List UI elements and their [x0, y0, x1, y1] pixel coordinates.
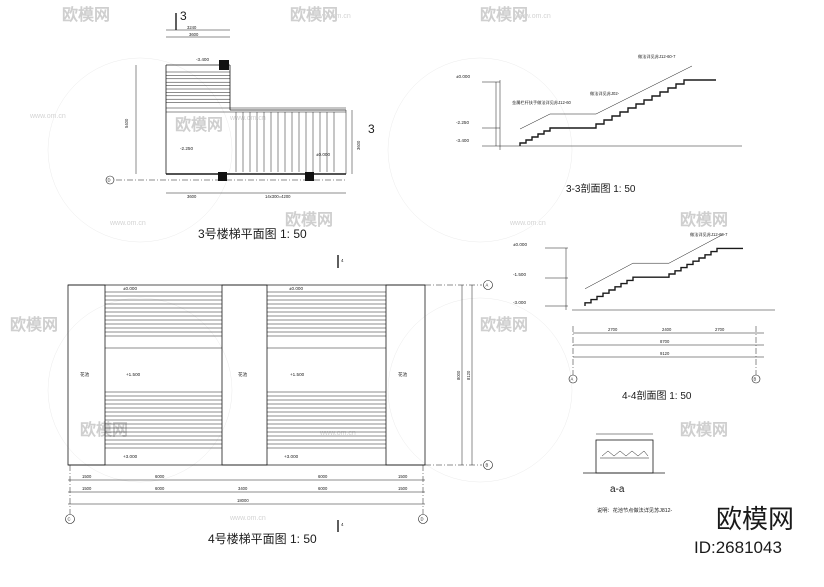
room-label: 花池: [80, 371, 90, 378]
watermark-brand: 欧模网: [680, 420, 728, 439]
watermark-url: www.om.cn: [29, 113, 66, 120]
watermark-brand: 欧模网: [62, 5, 110, 24]
dim-text: 9120: [660, 351, 670, 356]
room-label: 花池: [238, 371, 248, 378]
dim-text: 5400: [124, 118, 129, 128]
watermark-layer: 欧模网 欧模网 欧模网 欧模网 欧模网 欧模网 欧模网 欧模网 欧模网 欧模网 …: [10, 5, 728, 522]
watermark-brand: 欧模网: [680, 210, 728, 229]
level-mark: +3.000: [123, 454, 138, 459]
watermark-brand: 欧模网: [480, 315, 528, 334]
dim-text: 6000: [155, 474, 165, 479]
level-mark: -3.400: [456, 138, 469, 143]
watermark-url: www.om.cn: [314, 13, 351, 20]
dim-text: 2700: [608, 327, 618, 332]
brand-logo-text: 欧模网: [716, 504, 794, 534]
dim-text: 3600: [187, 194, 197, 199]
room-label: 花池: [398, 371, 408, 378]
section-cut-mark: 3: [180, 9, 187, 23]
level-mark: -2.250: [456, 120, 469, 125]
level-mark: -2.250: [180, 146, 193, 151]
watermark-brand: 欧模网: [290, 5, 338, 24]
watermark-url: www.om.cn: [514, 13, 551, 20]
level-mark: +1.500: [126, 372, 141, 377]
model-id: ID:2681043: [694, 538, 782, 557]
level-mark: ±0.000: [289, 286, 303, 291]
detail-title: a-a: [610, 484, 625, 495]
plan-4: A B C D 1500 6000 6000 1500 1500 6000 34…: [65, 255, 493, 546]
level-mark: +3.000: [284, 454, 299, 459]
dim-text: 3600: [189, 32, 199, 37]
dim-text: 1500: [82, 486, 92, 491]
dim-text: 3600: [356, 140, 361, 150]
level-mark: -3.000: [513, 300, 526, 305]
level-mark: ±0.000: [316, 152, 330, 157]
level-mark: -1.500: [513, 272, 526, 277]
watermark-brand: 欧模网: [285, 210, 333, 229]
dim-text: 8120: [466, 370, 471, 380]
dim-text: 1500: [82, 474, 92, 479]
dim-text: 3240: [187, 25, 197, 30]
section-4-4: ±0.000 -1.500 -3.000 做法详见苏J12-60-7 2700 …: [513, 231, 775, 402]
plan-3: D 3240 3600 3600 14x300=4200 5400 3600 -…: [105, 9, 375, 241]
axis-label: A: [486, 283, 489, 288]
watermark-brand: 欧模网: [175, 115, 223, 134]
section-3-3-title: 3-3剖面图 1: 50: [566, 182, 636, 195]
watermark-url: www.om.cn: [229, 515, 266, 522]
dim-text: 14x300=4200: [265, 194, 291, 199]
watermark-brand: 欧模网: [80, 420, 128, 439]
section-4-4-title: 4-4剖面图 1: 50: [622, 389, 692, 402]
detail-a-a: a-a 说明：花池节点做法详见苏J812-: [583, 433, 672, 514]
dim-text: 8000: [456, 370, 461, 380]
dim-text: 2400: [662, 327, 672, 332]
level-mark: -3.400: [196, 57, 209, 62]
section-cut-mark: 4: [341, 258, 344, 263]
watermark-brand: 欧模网: [10, 315, 58, 334]
dim-text: 1500: [398, 474, 408, 479]
detail-note: 说明：花池节点做法详见苏J812-: [597, 506, 672, 514]
watermark-url: www.om.cn: [109, 220, 146, 227]
dim-text: 6000: [318, 474, 328, 479]
watermark-url: www.om.cn: [509, 220, 546, 227]
watermark-url: www.om.cn: [229, 115, 266, 122]
dim-text: 6000: [318, 486, 328, 491]
level-mark: ±0.000: [513, 242, 527, 247]
dim-text: 3400: [238, 486, 248, 491]
watermark-brand: 欧模网: [480, 5, 528, 24]
section-cut-mark: 3: [368, 122, 375, 136]
axis-label: B: [754, 377, 757, 382]
plan-3-title: 3号楼梯平面图 1: 50: [198, 226, 307, 241]
axis-label: A: [571, 377, 574, 382]
dim-text: 8700: [660, 339, 670, 344]
dim-text: 1500: [398, 486, 408, 491]
dim-text: 6000: [155, 486, 165, 491]
brand-stamp: 欧模网 ID:2681043: [694, 504, 794, 557]
axis-label: D: [108, 178, 111, 183]
plan-4-title: 4号楼梯平面图 1: 50: [208, 531, 317, 546]
axis-label: B: [486, 463, 489, 468]
axis-label: D: [421, 517, 424, 522]
level-mark: ±0.000: [456, 74, 470, 79]
annotation: 金属栏杆扶手做法详见苏J12-60: [512, 99, 572, 106]
annotation: 做法详见苏J12-60-7: [638, 53, 676, 60]
watermark-url: www.om.cn: [319, 430, 356, 437]
annotation: 做法详见苏J12-60-7: [690, 231, 728, 238]
dim-text: 2700: [715, 327, 725, 332]
section-cut-mark: 4: [341, 522, 344, 527]
dim-text: 18000: [237, 498, 249, 503]
level-mark: +1.500: [290, 372, 305, 377]
section-3-3: ±0.000 -2.250 -3.400 做法详见苏J12-60-7 金属栏杆扶…: [456, 53, 742, 195]
annotation: 做法详见苏J02-: [590, 90, 620, 97]
level-mark: ±0.000: [123, 286, 137, 291]
axis-label: C: [68, 517, 71, 522]
